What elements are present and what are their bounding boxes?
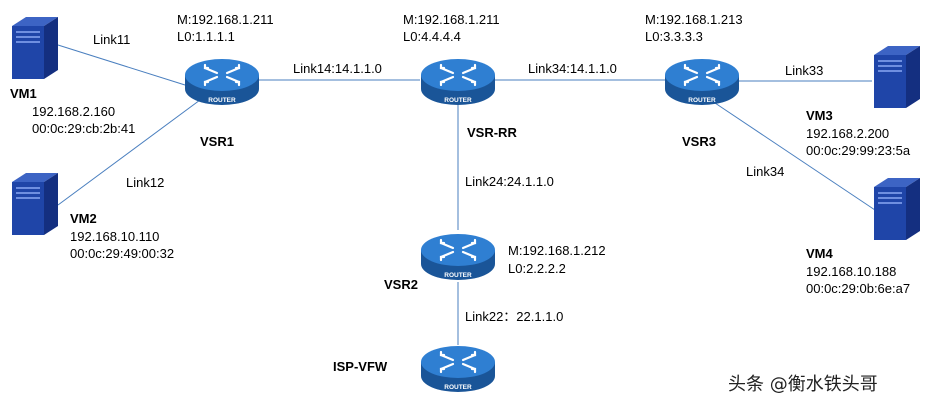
vsr1-loopback-label: L0:1.1.1.1 xyxy=(177,29,235,44)
link34-top-label: Link34:14.1.1.0 xyxy=(528,61,617,76)
link11-label: Link11 xyxy=(93,32,131,47)
vsr2-name-label: VSR2 xyxy=(384,277,418,292)
link34-right-label: Link34 xyxy=(746,164,785,179)
vsr1-mgmt-label: M:192.168.1.211 xyxy=(177,12,274,27)
router-badge: ROUTER xyxy=(688,97,716,104)
link22-label: Link22：22.1.1.0 xyxy=(465,309,564,324)
router-badge: ROUTER xyxy=(444,97,472,104)
vm1-ip-label: 192.168.2.160 xyxy=(32,104,116,119)
link33-label: Link33 xyxy=(785,63,824,78)
vsr3-loopback-label: L0:3.3.3.3 xyxy=(645,29,703,44)
vsrrr-name-label: VSR-RR xyxy=(467,125,517,140)
vm2-name-label: VM2 xyxy=(70,211,97,226)
vm4-mac-label: 00:0c:29:0b:6e:a7 xyxy=(806,281,911,296)
router-icon[interactable]: ROUTER xyxy=(419,342,497,394)
router-badge: ROUTER xyxy=(444,384,472,391)
link34-right-line xyxy=(714,102,876,211)
vm1-mac-label: 00:0c:29:cb:2b:41 xyxy=(32,121,136,136)
router-badge: ROUTER xyxy=(208,97,236,104)
vsrrr-mgmt-label: M:192.168.1.211 xyxy=(403,12,500,27)
vm3-name-label: VM3 xyxy=(806,108,833,123)
ispvfw-name-label: ISP-VFW xyxy=(333,359,388,374)
server-icon[interactable] xyxy=(870,43,922,111)
server-icon[interactable] xyxy=(8,170,60,238)
link11-line xyxy=(57,44,186,86)
link12-label: Link12 xyxy=(126,175,165,190)
watermark-text: 头条 @衡水铁头哥 xyxy=(728,374,878,395)
link24-label: Link24:24.1.1.0 xyxy=(465,174,554,189)
vm4-ip-label: 192.168.10.188 xyxy=(806,264,897,279)
vm4-name-label: VM4 xyxy=(806,246,833,261)
vsr2-mgmt-label: M:192.168.1.212 xyxy=(508,243,606,258)
vsr3-name-label: VSR3 xyxy=(682,134,716,149)
server-icon[interactable] xyxy=(870,175,922,243)
vm1-name-label: VM1 xyxy=(10,86,37,101)
router-icon[interactable]: ROUTER xyxy=(419,230,497,282)
vsr1-name-label: VSR1 xyxy=(200,134,234,149)
router-badge: ROUTER xyxy=(444,272,472,279)
vsr3-mgmt-label: M:192.168.1.213 xyxy=(645,12,743,27)
router-icon[interactable]: ROUTER xyxy=(663,55,741,107)
vsrrr-loopback-label: L0:4.4.4.4 xyxy=(403,29,461,44)
router-icon[interactable]: ROUTER xyxy=(183,55,261,107)
link12-line xyxy=(57,99,201,206)
router-icon[interactable]: ROUTER xyxy=(419,55,497,107)
link14-label: Link14:14.1.1.0 xyxy=(293,61,382,76)
vm2-ip-label: 192.168.10.110 xyxy=(70,229,160,244)
vm2-mac-label: 00:0c:29:49:00:32 xyxy=(70,246,175,261)
vm3-mac-label: 00:0c:29:99:23:5a xyxy=(806,143,911,158)
vm3-ip-label: 192.168.2.200 xyxy=(806,126,890,141)
server-icon[interactable] xyxy=(8,14,60,82)
vsr2-loopback-label: L0:2.2.2.2 xyxy=(508,261,566,276)
